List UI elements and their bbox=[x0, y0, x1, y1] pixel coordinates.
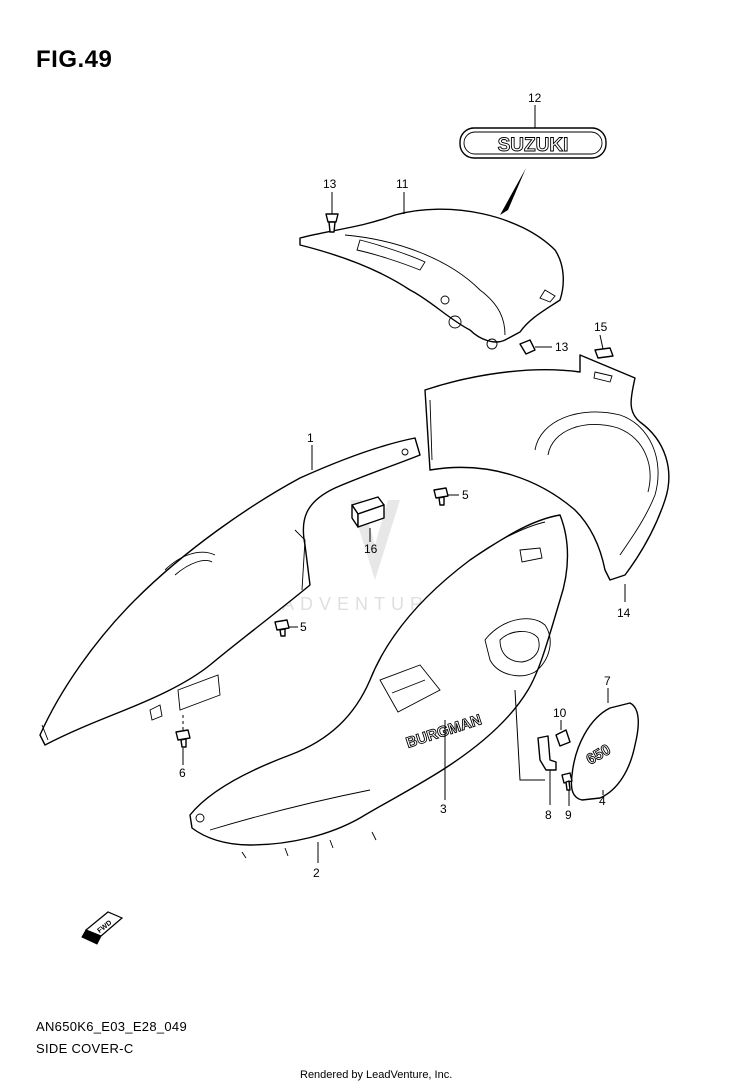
callout-11: 11 bbox=[396, 177, 409, 191]
rubber-grommet bbox=[594, 347, 614, 359]
callout-5-lower: 5 bbox=[300, 620, 307, 634]
side-cover-frame bbox=[39, 437, 421, 746]
callout-6: 6 bbox=[179, 766, 186, 780]
rear-upper-cover bbox=[299, 208, 564, 350]
cover-bottom-tabs bbox=[241, 831, 377, 859]
callout-13: 13 bbox=[323, 177, 337, 191]
callout-14: 14 bbox=[617, 606, 631, 620]
callout-7: 7 bbox=[604, 674, 611, 688]
main-side-cover: BURGMAN bbox=[189, 514, 569, 846]
callout-labels: 12 13 11 15 13 1 5 16 14 5 7 10 6 3 4 8 … bbox=[179, 91, 631, 880]
callout-1: 1 bbox=[307, 431, 314, 445]
callout-2: 2 bbox=[313, 866, 320, 880]
callout-3: 3 bbox=[440, 802, 447, 816]
callout-12: 12 bbox=[528, 91, 542, 105]
push-rivet-upper bbox=[433, 487, 449, 506]
callout-5-upper: 5 bbox=[462, 488, 469, 502]
badge-clip bbox=[555, 729, 571, 747]
trim-clip bbox=[325, 213, 339, 233]
callout-16: 16 bbox=[364, 542, 378, 556]
suzuki-emblem: SUZUKI bbox=[459, 127, 607, 159]
650-badge: 650 bbox=[570, 702, 639, 801]
watermark-text: LEADVENTURE bbox=[248, 594, 447, 614]
render-credit: Rendered by LeadVenture, Inc. bbox=[300, 1069, 453, 1081]
emblem-direction-arrow bbox=[500, 168, 526, 215]
callout-10: 10 bbox=[553, 706, 567, 720]
figure-title: FIG.49 bbox=[36, 46, 113, 73]
trim-clip-right bbox=[519, 339, 536, 355]
callout-8: 8 bbox=[545, 808, 552, 822]
diagram-code: AN650K6_E03_E28_049 bbox=[36, 1019, 187, 1034]
diagram-caption: SIDE COVER-C bbox=[36, 1041, 134, 1056]
callout-15: 15 bbox=[594, 320, 608, 334]
callout-9: 9 bbox=[565, 808, 572, 822]
callout-4: 4 bbox=[599, 794, 606, 808]
rear-tail-cover bbox=[424, 354, 670, 581]
badge-bracket bbox=[537, 735, 557, 771]
screw bbox=[561, 772, 573, 791]
callout-13-right: 13 bbox=[555, 340, 569, 354]
leader-lines bbox=[182, 105, 626, 863]
cushion-block bbox=[351, 496, 385, 528]
push-rivet-lower bbox=[274, 619, 290, 637]
suzuki-emblem-text: SUZUKI bbox=[498, 135, 569, 156]
fwd-direction-arrow: FWD bbox=[81, 911, 124, 945]
push-rivet-six bbox=[175, 729, 191, 748]
